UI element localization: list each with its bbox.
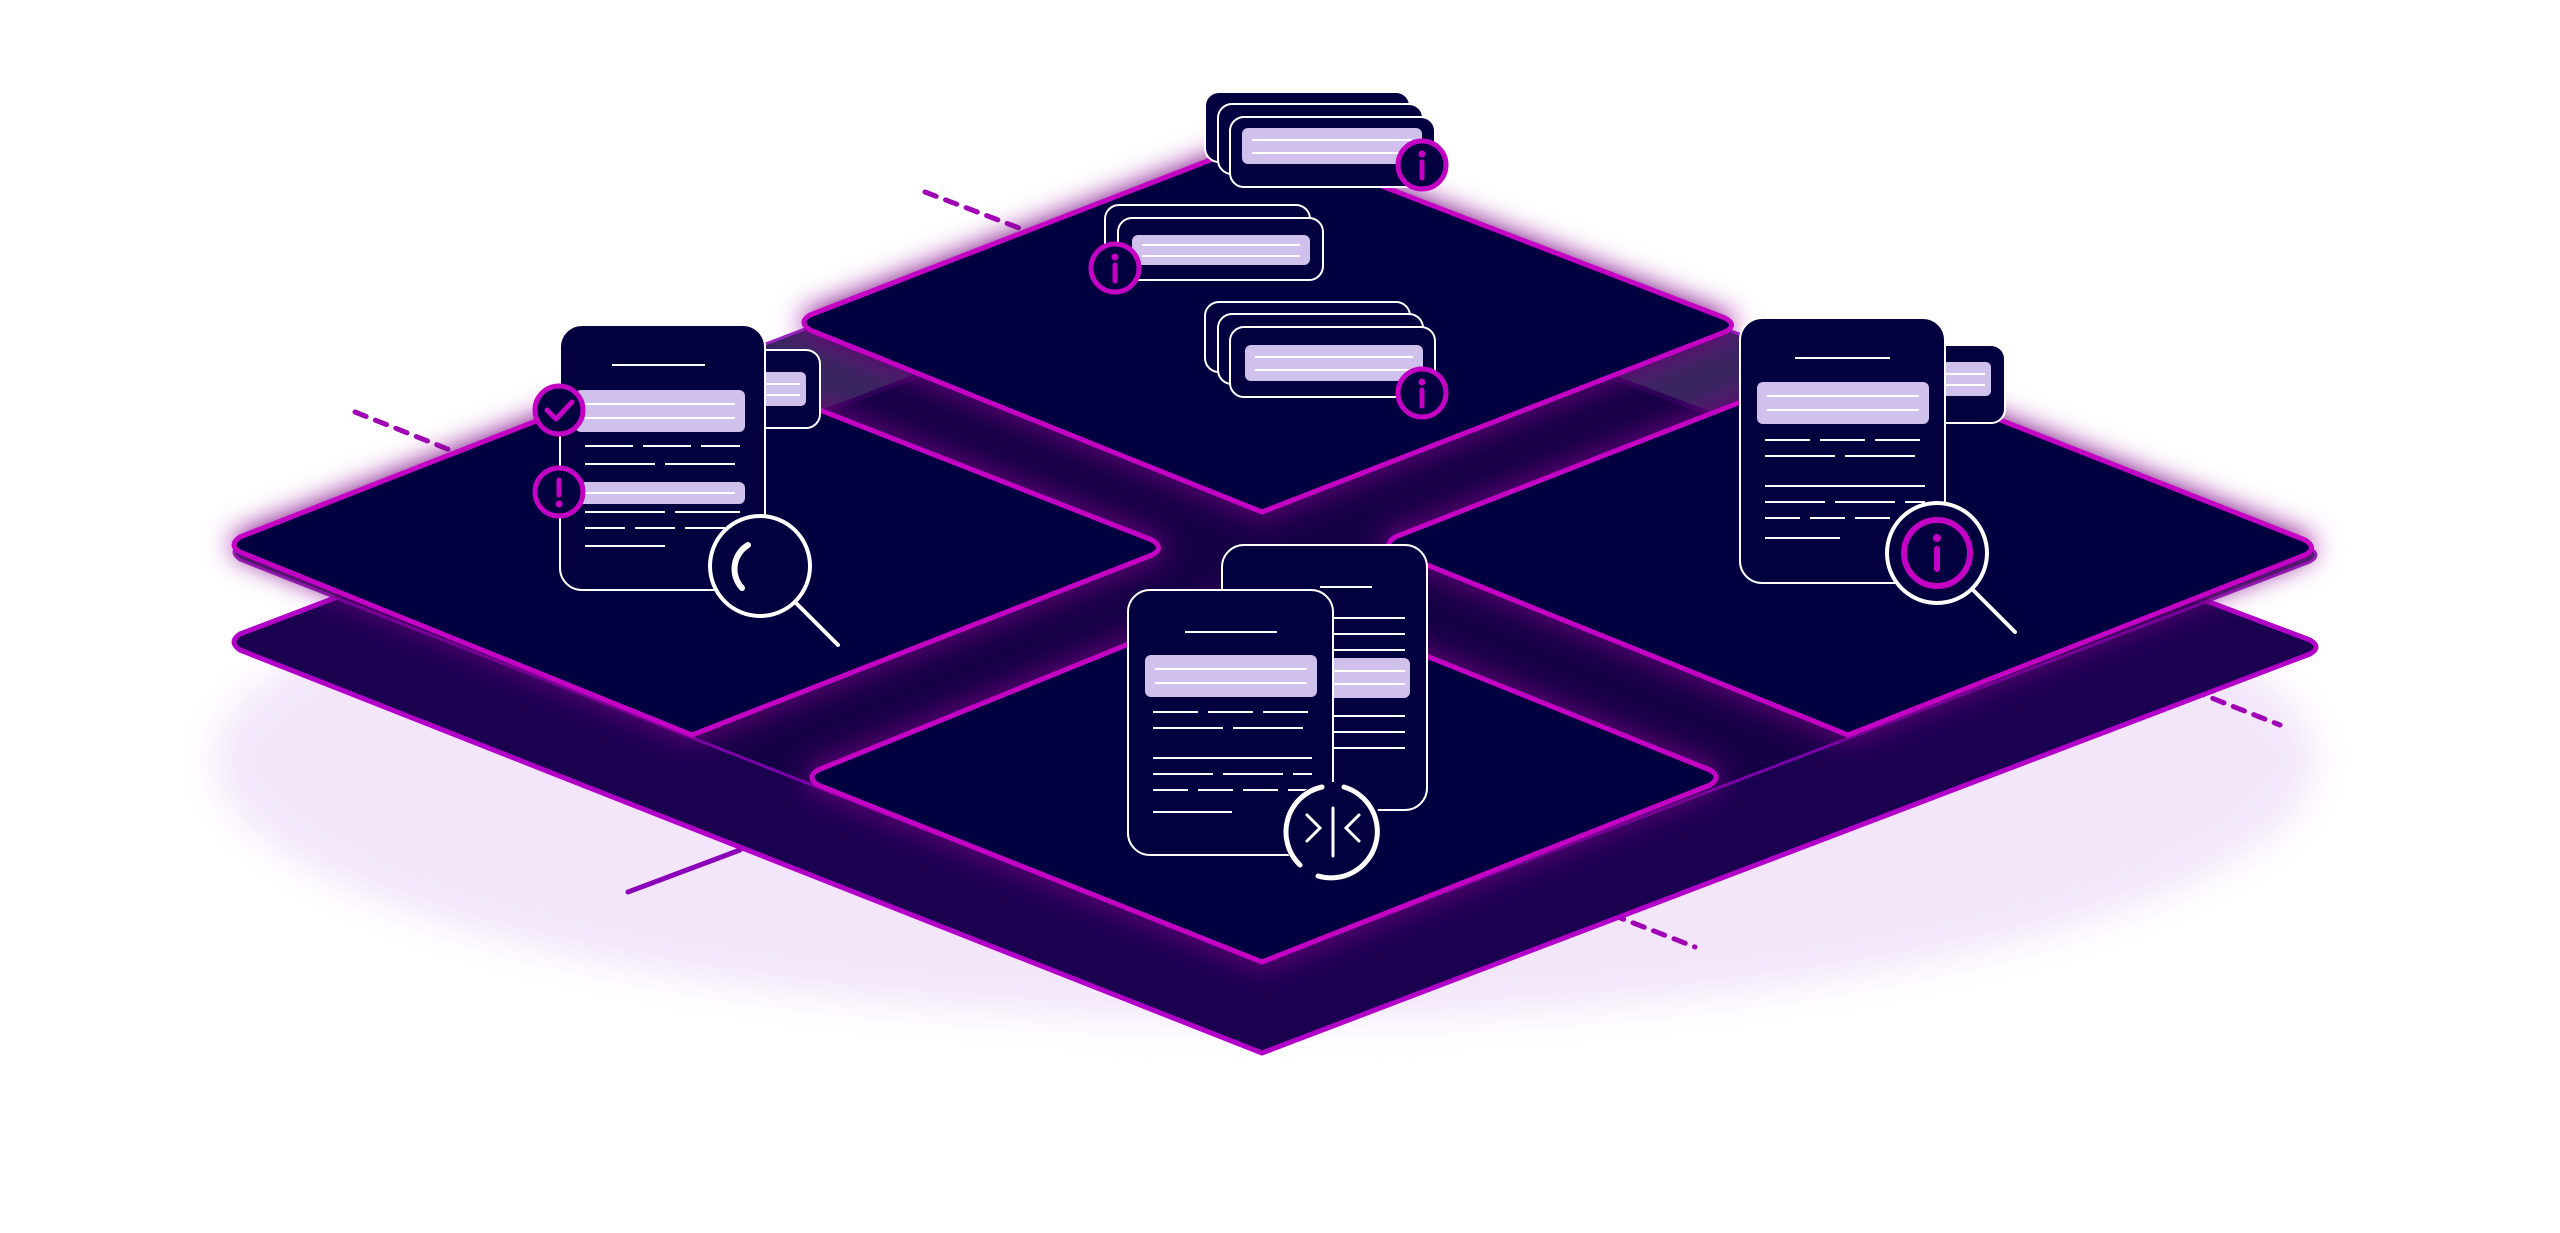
magnifier-icon [708, 514, 840, 647]
right-document-group [1739, 317, 2017, 634]
compare-arrows-icon [1283, 782, 1383, 882]
bottom-document-group [1127, 544, 1428, 882]
dashed-line-top [922, 189, 1043, 239]
info-icon [1395, 138, 1449, 192]
record-highlight [1132, 235, 1310, 265]
solid-line-bottom-left [625, 847, 743, 895]
doc-highlight [575, 390, 745, 432]
left-document-group [532, 324, 840, 647]
doc-highlight [1757, 382, 1929, 424]
record-stack-2 [1088, 204, 1324, 295]
record-highlight [1245, 345, 1423, 381]
record-stack-1 [1204, 91, 1449, 192]
record-highlight [1242, 128, 1422, 164]
check-icon [532, 383, 586, 437]
magnifier-info-icon [1885, 501, 2017, 634]
info-icon [1088, 241, 1142, 295]
info-icon [1395, 366, 1449, 420]
exclamation-icon [532, 465, 586, 519]
dashed-line-left [352, 409, 468, 459]
record-stack-3 [1204, 301, 1449, 420]
doc-highlight [1145, 655, 1317, 697]
